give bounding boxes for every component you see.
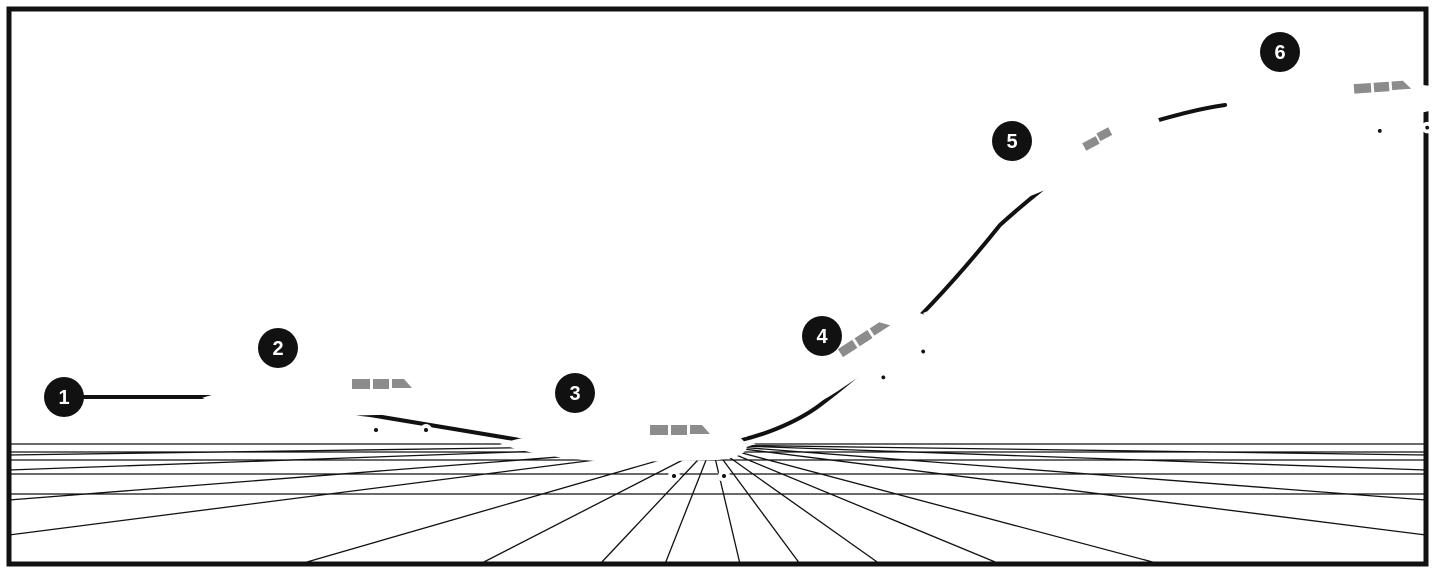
step-marker-6: 6	[1260, 32, 1300, 72]
step-marker-1: 1	[44, 377, 84, 417]
step-marker-3: 3	[555, 373, 595, 413]
step-label: 6	[1274, 42, 1285, 64]
diagram-frame	[9, 9, 1426, 564]
step-marker-5: 5	[992, 121, 1032, 161]
step-label: 4	[816, 326, 828, 348]
step-label: 1	[58, 387, 69, 409]
step-marker-2: 2	[258, 328, 298, 368]
step-label: 3	[569, 383, 580, 405]
step-marker-4: 4	[802, 316, 842, 356]
step-label: 2	[272, 338, 283, 360]
step-label: 5	[1006, 131, 1017, 153]
